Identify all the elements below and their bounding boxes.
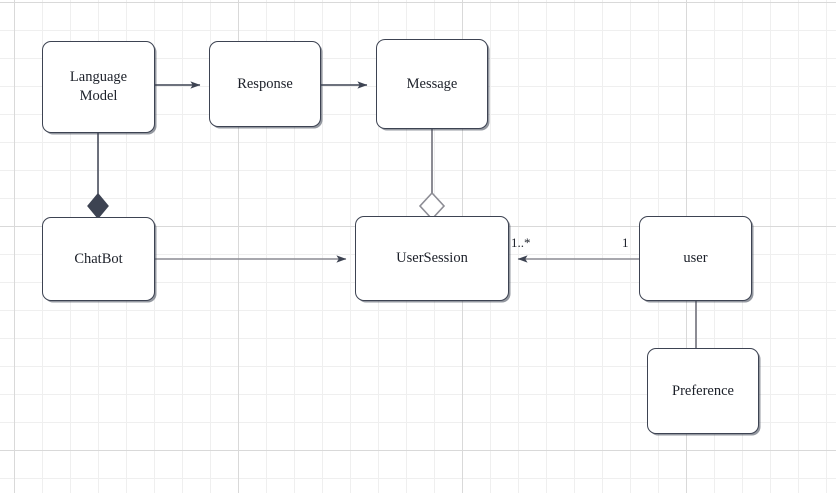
edge-message-to-usersession xyxy=(418,129,446,221)
node-usersession-label: UserSession xyxy=(396,250,468,267)
node-usersession[interactable]: UserSession xyxy=(355,216,509,301)
composition-diamond-icon xyxy=(87,192,109,220)
node-language-model[interactable]: Language Model xyxy=(42,41,155,133)
node-response-label: Response xyxy=(237,75,293,92)
node-preference-label: Preference xyxy=(672,382,734,399)
node-preference[interactable]: Preference xyxy=(647,348,759,434)
node-message[interactable]: Message xyxy=(376,39,488,129)
node-user-label: user xyxy=(683,250,708,267)
multiplicity-usersession: 1..* xyxy=(511,235,531,250)
node-chatbot[interactable]: ChatBot xyxy=(42,217,155,301)
multiplicity-user: 1 xyxy=(622,235,629,250)
edge-language-model-to-chatbot xyxy=(87,133,109,220)
node-user[interactable]: user xyxy=(639,216,752,301)
node-language-model-label: Language Model xyxy=(69,69,128,104)
node-response[interactable]: Response xyxy=(209,41,321,127)
node-message-label: Message xyxy=(406,75,458,92)
node-chatbot-label: ChatBot xyxy=(74,250,123,267)
